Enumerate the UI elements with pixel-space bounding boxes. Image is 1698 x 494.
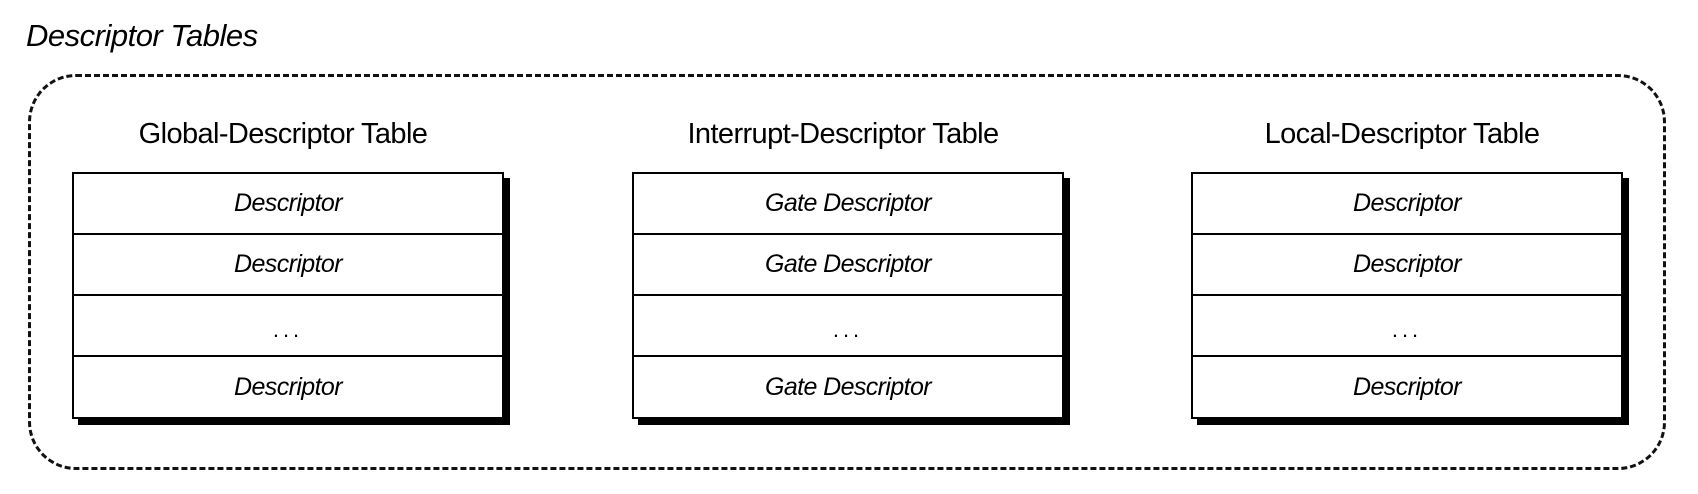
table-body: Descriptor Descriptor ... Descriptor bbox=[1191, 172, 1623, 419]
table-body: Gate Descriptor Gate Descriptor ... Gate… bbox=[632, 172, 1064, 419]
table-row: Descriptor bbox=[74, 235, 502, 296]
table-row-ellipsis: ... bbox=[74, 296, 502, 357]
descriptor-tables-group bbox=[28, 74, 1666, 470]
table-row: Descriptor bbox=[74, 174, 502, 235]
table-row: Descriptor bbox=[1193, 174, 1621, 235]
table-heading: Global-Descriptor Table bbox=[138, 118, 428, 150]
diagram-title: Descriptor Tables bbox=[26, 18, 258, 53]
table-row: Descriptor bbox=[1193, 235, 1621, 296]
table-row-ellipsis: ... bbox=[1193, 296, 1621, 357]
table-heading: Local-Descriptor Table bbox=[1264, 118, 1540, 150]
table-row: Gate Descriptor bbox=[634, 235, 1062, 296]
table-row: Gate Descriptor bbox=[764, 372, 932, 401]
table-row: Gate Descriptor bbox=[634, 174, 1062, 235]
table-row: Descriptor bbox=[1353, 372, 1462, 401]
table-row: Descriptor bbox=[234, 372, 343, 401]
global-descriptor-table: Global-Descriptor Table Descriptor Descr… bbox=[48, 112, 518, 419]
table-row-ellipsis: ... bbox=[634, 296, 1062, 357]
interrupt-descriptor-table: Interrupt-Descriptor Table Gate Descript… bbox=[608, 112, 1078, 419]
table-body: Descriptor Descriptor ... Descriptor bbox=[72, 172, 504, 419]
local-descriptor-table: Local-Descriptor Table Descriptor Descri… bbox=[1167, 112, 1637, 419]
table-heading: Interrupt-Descriptor Table bbox=[687, 118, 999, 150]
